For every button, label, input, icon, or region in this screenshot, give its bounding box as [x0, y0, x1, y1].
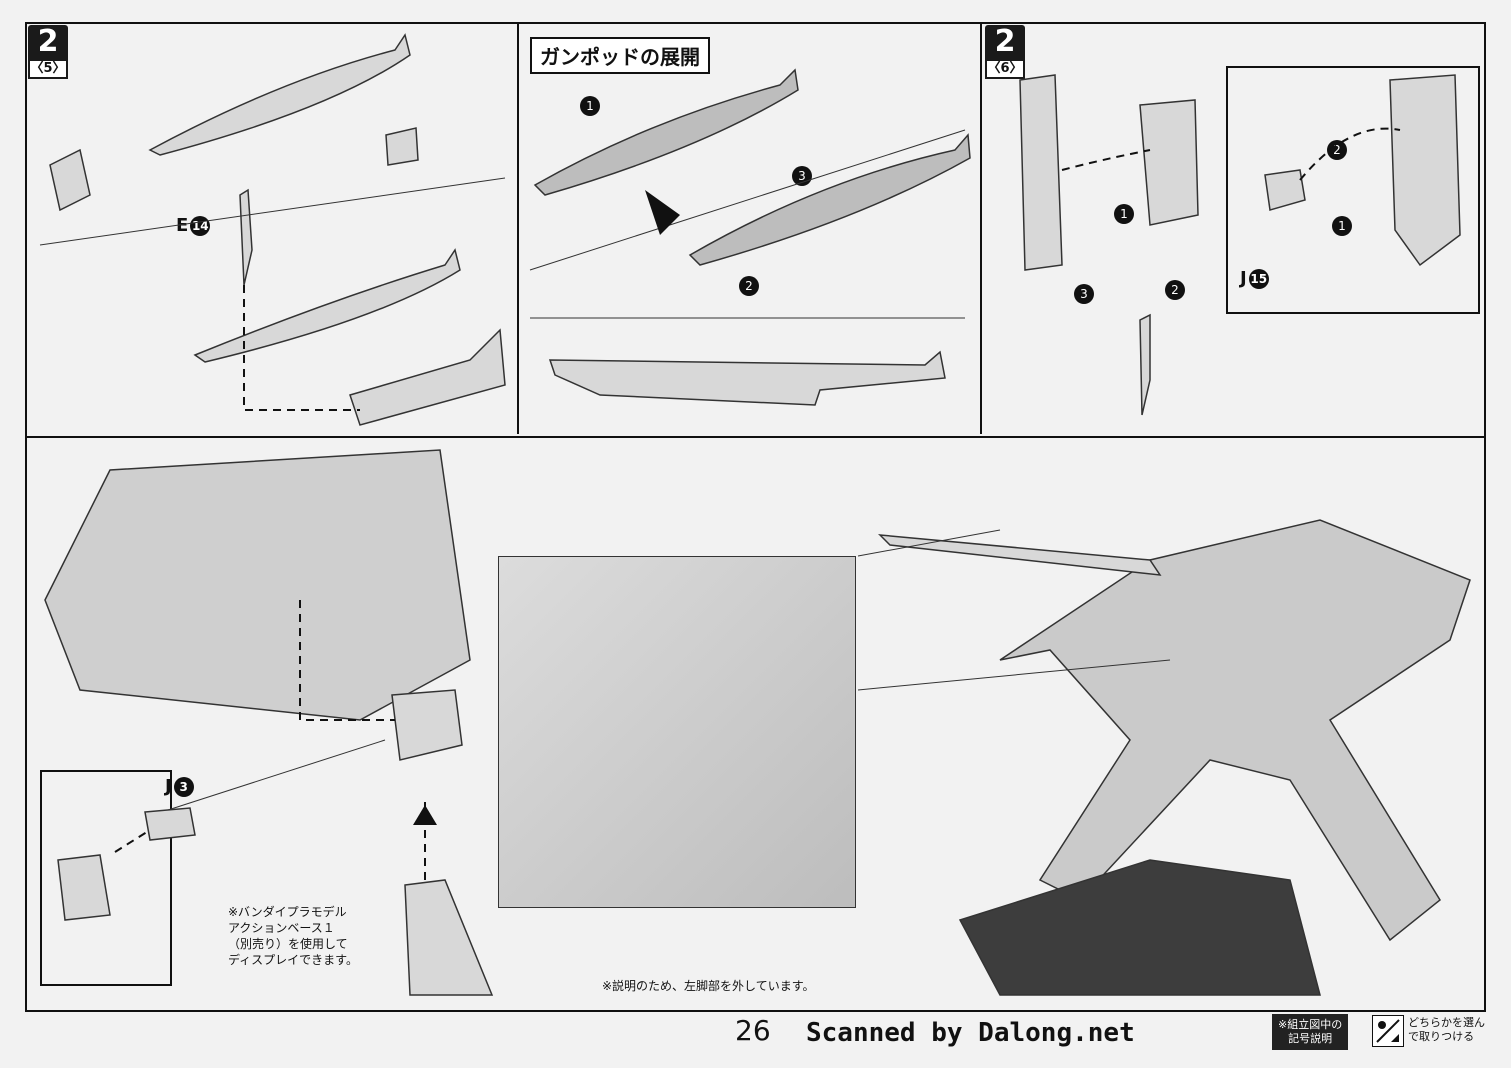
stand-note: ※バンダイプラモデル アクションベース１ （別売り）を使用して ディスプレイでき…: [228, 905, 358, 967]
legend-text: どちらかを選ん で取りつける: [1408, 1016, 1485, 1043]
select-one-glyph: [1376, 1019, 1400, 1043]
separator-b: [529, 129, 966, 271]
grip-part-a: [49, 148, 91, 212]
callout-line-2: [857, 659, 1171, 691]
panel-divider-1: [517, 22, 519, 434]
closeup-photo: [498, 556, 856, 908]
part-letter: J: [165, 776, 172, 797]
gunpod-title: ガンポッドの展開: [530, 37, 710, 74]
guide-line-d: [1299, 127, 1401, 181]
detail-inset-c: [1226, 66, 1480, 314]
arrow-number-b2: 2: [739, 276, 759, 296]
leg-note: ※説明のため、左脚部を外しています。: [602, 979, 815, 993]
knife-drawing-a: [239, 188, 253, 286]
holster-drawing-c: [1139, 99, 1199, 226]
gunpod-drawing-a2: [193, 248, 461, 363]
arrow-number-d2: 2: [1327, 140, 1347, 160]
arrow-number-c3: 3: [1074, 284, 1094, 304]
callout-line-1: [167, 739, 386, 811]
model-figure: [999, 519, 1471, 942]
part-number: 15: [1248, 269, 1269, 289]
adapter-part: [391, 689, 463, 761]
part-letter: E: [176, 215, 189, 236]
step-sub: 〈6〉: [985, 59, 1025, 79]
guide-line-e14: [243, 285, 360, 411]
step-badge-c: 2 〈6〉: [985, 25, 1025, 79]
legend-label: ※組立図中の 記号説明: [1272, 1014, 1349, 1050]
step-sub: 〈5〉: [28, 59, 68, 79]
guide-line-c: [1061, 149, 1151, 171]
select-one-icon: [1372, 1015, 1404, 1047]
arrow-gunpod-b: [645, 190, 680, 235]
panel-divider-2: [980, 22, 982, 434]
arrow-up-stand: [413, 805, 437, 825]
gunpod-drawing-a1: [148, 33, 411, 156]
j3-part: [144, 807, 196, 841]
bottom-section-frame: [25, 436, 1486, 1012]
stand-base: [958, 859, 1321, 996]
arrow-number-d1: 1: [1332, 216, 1352, 236]
leg-drawing-c: [1019, 74, 1063, 271]
guide-line-adapter: [299, 600, 395, 721]
callout-line-3: [857, 529, 1001, 557]
arm-drawing-a: [349, 328, 506, 426]
page-number: 26: [735, 1014, 771, 1047]
socket-part: [57, 854, 111, 921]
stand-arm-part: [404, 879, 494, 996]
knife-drawing-c: [1139, 313, 1151, 416]
arrow-number-c1: 1: [1114, 204, 1134, 224]
part-number: 3: [173, 777, 194, 797]
guide-line-j3: [114, 829, 151, 853]
arrow-number-c2: 2: [1165, 280, 1185, 300]
holster-drawing-d: [1389, 74, 1461, 267]
gunpod-drawing-b1: [533, 68, 799, 196]
clip-part-d: [1264, 169, 1306, 211]
step-number: 2: [985, 25, 1025, 59]
detail-inset-j3: [40, 770, 172, 986]
wing-drawing: [44, 449, 471, 721]
step-sub-value: 5: [43, 61, 53, 76]
step-number: 2: [28, 25, 68, 59]
gunpod-drawing-b3: [548, 350, 946, 406]
scan-credit: Scanned by Dalong.net: [806, 1018, 1135, 1048]
arrow-number-b1: 1: [580, 96, 600, 116]
separator-a: [39, 177, 506, 246]
wing-line: [878, 534, 1162, 576]
gunpod-drawing-b2: [688, 133, 971, 266]
clip-part-a: [385, 127, 419, 166]
step-badge-a: 2 〈5〉: [28, 25, 68, 79]
part-letter: J: [1240, 268, 1247, 289]
step-sub-value: 6: [1000, 61, 1010, 76]
